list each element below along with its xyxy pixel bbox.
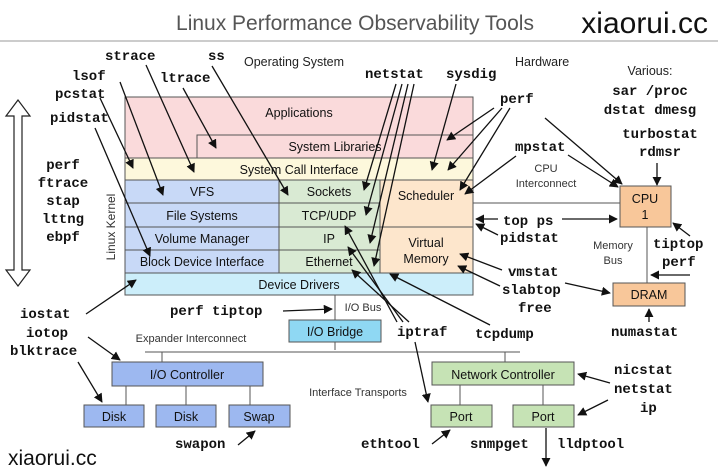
tool-snmpget[interactable]: snmpget <box>470 437 529 453</box>
tool-tracer-lttng[interactable]: lttng <box>42 212 84 228</box>
port-box-2[interactable] <box>512 404 575 428</box>
dram-box[interactable] <box>612 282 686 307</box>
port-box-1[interactable] <box>430 404 493 428</box>
tool-tcpdump[interactable]: tcpdump <box>475 327 534 343</box>
label-expander-interconnect: Expander Interconnect <box>136 333 247 345</box>
label-port-2: Port <box>532 410 555 424</box>
label-file-systems: File Systems <box>166 209 238 223</box>
tool-netstat-top[interactable]: netstat <box>365 67 424 83</box>
tool-sysdig[interactable]: sysdig <box>446 67 496 83</box>
tool-lsof[interactable]: lsof <box>72 69 106 85</box>
tool-iptraf[interactable]: iptraf <box>397 325 447 341</box>
layer-scheduler[interactable] <box>379 179 474 228</box>
tool-swapon[interactable]: swapon <box>175 437 225 453</box>
label-various: Various: <box>628 64 673 78</box>
tool-ethtool[interactable]: ethtool <box>361 437 420 453</box>
tool-tracer-stap[interactable]: stap <box>46 194 80 210</box>
label-block-device-interface: Block Device Interface <box>140 255 264 269</box>
label-disk-1: Disk <box>102 410 127 424</box>
tool-perf-right[interactable]: perf <box>662 255 696 271</box>
tool-ss[interactable]: ss <box>208 49 225 65</box>
tool-tracer-perf[interactable]: perf <box>46 158 80 174</box>
label-hardware: Hardware <box>515 55 569 69</box>
tool-strace[interactable]: strace <box>105 49 155 65</box>
tool-various-2[interactable]: dstat dmesg <box>604 103 696 119</box>
label-cpu: CPU <box>632 192 658 206</box>
arrows <box>77 64 691 467</box>
tool-perf-top[interactable]: perf <box>500 92 534 108</box>
swap-box[interactable] <box>228 404 291 428</box>
disk-box-1[interactable] <box>83 404 145 428</box>
label-system-call-interface: System Call Interface <box>240 163 359 177</box>
tool-mpstat[interactable]: mpstat <box>515 140 565 156</box>
layer-tcp-udp[interactable] <box>278 202 381 228</box>
label-system-libraries: System Libraries <box>288 140 381 154</box>
page-title: Linux Performance Observability Tools <box>176 12 534 35</box>
label-cpu-interconnect-1: CPU <box>534 163 557 175</box>
label-virtual-memory-2: Memory <box>403 252 449 266</box>
label-vfs: VFS <box>190 185 214 199</box>
tool-iostat[interactable]: iostat <box>20 307 70 323</box>
tool-ltrace[interactable]: ltrace <box>160 71 210 87</box>
tool-tiptop-right[interactable]: tiptop <box>653 237 703 253</box>
label-virtual-memory-1: Virtual <box>408 236 443 250</box>
tool-pidstat-right[interactable]: pidstat <box>500 231 559 247</box>
tool-blktrace[interactable]: blktrace <box>10 344 77 360</box>
label-sockets: Sockets <box>307 185 351 199</box>
cpu-box[interactable] <box>619 185 672 228</box>
label-io-bus: I/O Bus <box>345 302 382 314</box>
tool-numastat[interactable]: numastat <box>611 325 678 341</box>
label-interface-transports: Interface Transports <box>309 387 407 399</box>
tool-various-1[interactable]: sar /proc <box>612 84 688 100</box>
double-arrow-icon <box>4 99 32 287</box>
tool-netstat-bottom[interactable]: netstat <box>614 382 673 398</box>
tool-iotop[interactable]: iotop <box>26 326 68 342</box>
label-cpu-interconnect-2: Interconnect <box>516 178 577 190</box>
label-memory-bus-2: Bus <box>604 255 623 267</box>
label-swap: Swap <box>243 410 274 424</box>
tool-ip[interactable]: ip <box>640 401 657 417</box>
label-io-controller: I/O Controller <box>150 368 224 382</box>
tool-vmstat[interactable]: vmstat <box>508 265 558 281</box>
label-scheduler: Scheduler <box>398 189 454 203</box>
brand-top: xiaorui.cc <box>581 7 708 40</box>
io-controller-box[interactable] <box>111 361 264 387</box>
label-memory-bus-1: Memory <box>593 240 633 252</box>
tool-slabtop[interactable]: slabtop <box>502 283 561 299</box>
layer-virtual-memory[interactable] <box>379 226 474 274</box>
label-disk-2: Disk <box>174 410 199 424</box>
network-controller-box[interactable] <box>431 361 575 386</box>
tool-lldptool[interactable]: lldptool <box>557 437 624 453</box>
tool-nicstat[interactable]: nicstat <box>614 363 673 379</box>
tool-pidstat-left[interactable]: pidstat <box>50 111 109 127</box>
label-ip: IP <box>323 232 335 246</box>
label-tcp-udp: TCP/UDP <box>302 209 357 223</box>
tool-tracer-ftrace[interactable]: ftrace <box>38 176 88 192</box>
tool-perf-tiptop[interactable]: perf tiptop <box>170 304 262 320</box>
tool-rdmsr[interactable]: rdmsr <box>639 145 681 161</box>
label-ethernet: Ethernet <box>305 255 353 269</box>
tool-tracer-ebpf[interactable]: ebpf <box>46 230 80 246</box>
label-port-1: Port <box>450 410 473 424</box>
tool-turbostat[interactable]: turbostat <box>622 127 698 143</box>
layer-device-drivers[interactable] <box>124 272 474 296</box>
io-bridge-box[interactable] <box>288 319 382 343</box>
brand-bottom: xiaorui.cc <box>8 447 97 470</box>
label-network-controller: Network Controller <box>451 368 555 382</box>
os-stack <box>124 96 474 296</box>
label-io-bridge: I/O Bridge <box>307 325 363 339</box>
tool-free[interactable]: free <box>518 301 552 317</box>
label-linux-kernel: Linux Kernel <box>104 194 118 261</box>
label-operating-system: Operating System <box>244 55 344 69</box>
label-applications: Applications <box>265 106 332 120</box>
tool-top-ps[interactable]: top ps <box>503 214 553 230</box>
label-cpu-number: 1 <box>642 208 649 222</box>
layer-file-systems[interactable] <box>124 202 280 228</box>
tool-pcstat[interactable]: pcstat <box>55 87 105 103</box>
label-dram: DRAM <box>631 288 668 302</box>
label-volume-manager: Volume Manager <box>155 232 250 246</box>
disk-box-2[interactable] <box>155 404 217 428</box>
label-device-drivers: Device Drivers <box>258 278 339 292</box>
